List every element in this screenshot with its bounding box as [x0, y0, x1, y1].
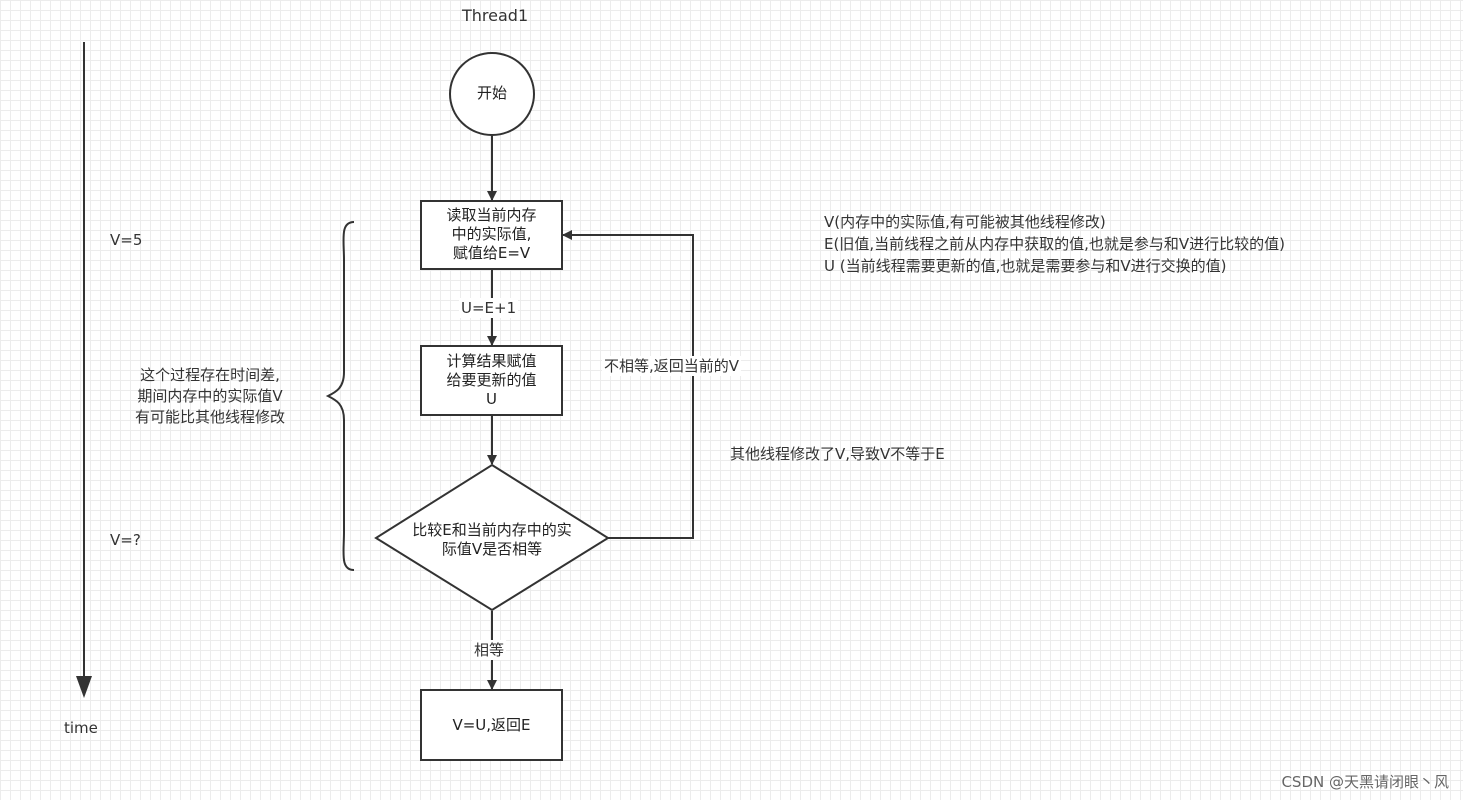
v-later-value: V=? — [110, 531, 141, 549]
compute-node-line-3: U — [486, 390, 497, 408]
read-node-line-3: 赋值给E=V — [452, 244, 531, 262]
other-thread-note: 其他线程修改了V,导致V不等于E — [730, 445, 945, 463]
compare-node-line-2: 际值V是否相等 — [441, 540, 543, 558]
result-node-shape — [420, 689, 563, 761]
legend-v: V(内存中的实际值,有可能被其他线程修改) — [824, 213, 1106, 231]
edge-label-equal: 相等 — [472, 640, 507, 660]
time-gap-note-line-1: 这个过程存在时间差, — [140, 366, 280, 384]
read-node-line-2: 中的实际值, — [451, 225, 532, 243]
time-axis-arrowhead — [76, 676, 92, 698]
edge-label-not-equal: 不相等,返回当前的V — [602, 356, 742, 376]
compare-node-line-1: 比较E和当前内存中的实 — [412, 521, 572, 539]
time-gap-note-line-2: 期间内存中的实际值V — [137, 387, 283, 405]
compare-node-label: 比较E和当前内存中的实 际值V是否相等 — [386, 521, 598, 559]
start-node-shape — [449, 52, 535, 136]
read-node-label: 读取当前内存 中的实际值, 赋值给E=V — [421, 206, 562, 263]
compute-node-shape — [420, 345, 563, 416]
result-node-label: V=U,返回E — [452, 716, 531, 734]
variable-legend: V(内存中的实际值,有可能被其他线程修改) E(旧值,当前线程之前从内存中获取的… — [824, 211, 1285, 277]
read-node-line-1: 读取当前内存 — [446, 206, 537, 224]
edge-label-u-equals-e-plus-1: U=E+1 — [459, 298, 519, 318]
start-node-label: 开始 — [476, 84, 507, 102]
time-gap-note: 这个过程存在时间差, 期间内存中的实际值V 有可能比其他线程修改 — [110, 365, 310, 428]
legend-u: U (当前线程需要更新的值,也就是需要参与和V进行交换的值) — [824, 257, 1227, 275]
compute-node-line-2: 给要更新的值 — [446, 371, 537, 389]
read-node-shape — [420, 200, 563, 270]
compare-node-shape — [374, 463, 610, 612]
compute-node-line-1: 计算结果赋值 — [446, 352, 537, 370]
legend-e: E(旧值,当前线程之前从内存中获取的值,也就是参与和V进行比较的值) — [824, 235, 1285, 253]
v-start-value: V=5 — [110, 231, 143, 249]
edge-compare-loop-back — [562, 230, 694, 539]
diagram-title: Thread1 — [462, 6, 529, 25]
time-gap-note-line-3: 有可能比其他线程修改 — [134, 408, 285, 426]
time-gap-brace — [325, 221, 355, 571]
csdn-watermark: CSDN @天黑请闭眼丶风 — [1281, 773, 1449, 791]
compute-node-label: 计算结果赋值 给要更新的值 U — [421, 352, 562, 409]
time-axis-label: time — [64, 719, 98, 737]
